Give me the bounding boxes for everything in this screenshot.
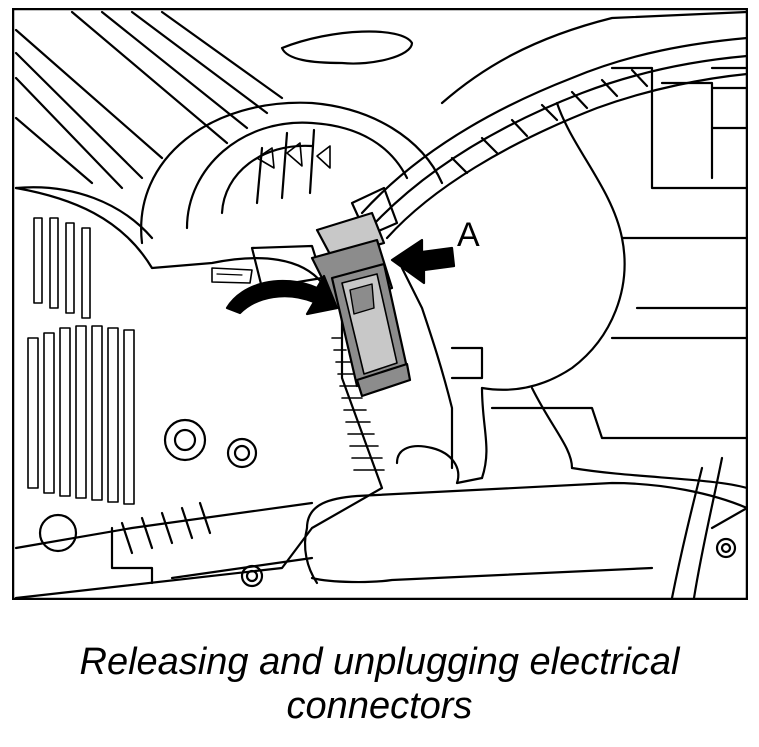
callout-label: A: [457, 216, 480, 254]
caption-line-1: Releasing and unplugging electrical: [79, 641, 680, 683]
right-panel: [440, 10, 748, 600]
figure-caption: Releasing and unplugging electrical conn…: [0, 640, 759, 728]
upper-trim-lines: [14, 10, 284, 240]
connector-diagram: A: [12, 8, 748, 600]
electrical-connector: [310, 211, 412, 398]
push-arrow: [390, 238, 456, 285]
diagram-frame: [12, 8, 748, 600]
lower-duct: [303, 445, 748, 585]
toothed-rim: [331, 337, 385, 471]
air-vent: [140, 30, 444, 245]
pull-arrow: [225, 274, 339, 316]
wire-harness: [350, 36, 748, 240]
caption-line-2: connectors: [286, 685, 473, 727]
